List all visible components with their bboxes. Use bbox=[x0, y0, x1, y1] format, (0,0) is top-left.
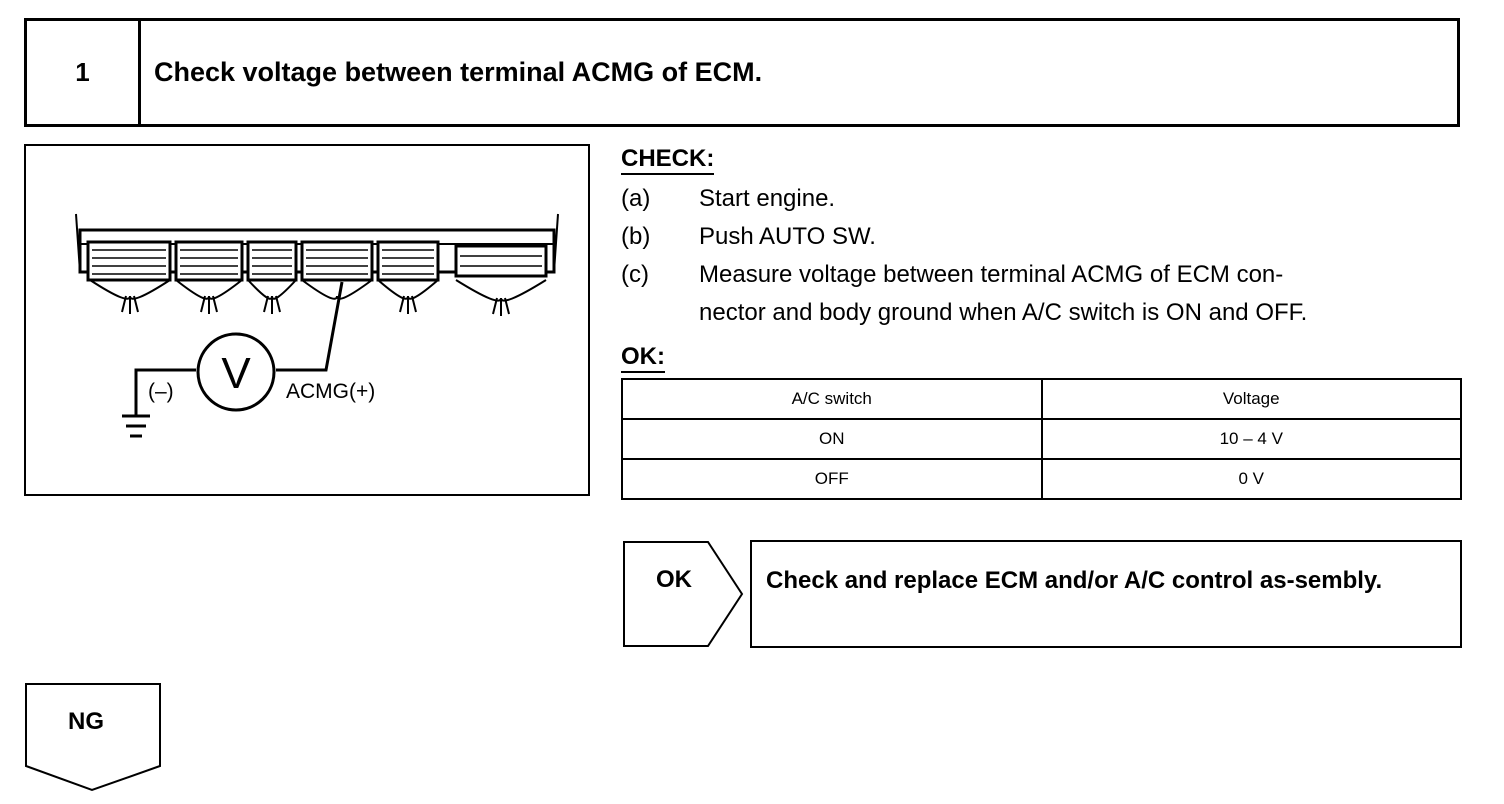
ok-result-arrow: OK bbox=[622, 540, 746, 650]
check-heading: CHECK: bbox=[621, 146, 715, 175]
check-steps: (a) Start engine. (b) Push AUTO SW. (c) … bbox=[621, 182, 1463, 332]
ecm-connector-diagram: V (–) ACMG(+) bbox=[75, 213, 559, 438]
step-header: 1 Check voltage between terminal ACMG of… bbox=[24, 18, 1460, 127]
ok-voltage-table: A/C switch Voltage ON 10 – 4 V OFF 0 V bbox=[621, 378, 1462, 500]
step-title: Check voltage between terminal ACMG of E… bbox=[154, 57, 763, 87]
ecm-connector-illustration: V (–) ACMG(+) bbox=[24, 144, 590, 496]
voltmeter-letter: V bbox=[221, 349, 251, 398]
table-cell: ON bbox=[621, 418, 1043, 460]
check-step-label: (a) bbox=[621, 185, 651, 212]
check-step-text: Start engine. bbox=[699, 185, 836, 212]
connector-pins bbox=[92, 249, 542, 275]
table-row: OFF 0 V bbox=[621, 458, 1462, 500]
table-cell: 10 – 4 V bbox=[1040, 418, 1462, 460]
voltmeter-symbol bbox=[196, 332, 276, 412]
check-step-text-continued: nector and body ground when A/C switch i… bbox=[699, 299, 1308, 326]
table-header-cell: Voltage bbox=[1040, 378, 1462, 420]
check-step-label: (b) bbox=[621, 223, 651, 250]
ng-result-arrow: NG bbox=[24, 682, 164, 794]
step-number: 1 bbox=[27, 21, 141, 124]
ok-result-box: Check and replace ECM and/or A/C control… bbox=[750, 540, 1462, 648]
negative-terminal-label: (–) bbox=[148, 380, 174, 403]
ok-arrow-label: OK bbox=[656, 566, 692, 593]
ok-result-text: Check and replace ECM and/or A/C control… bbox=[766, 567, 1383, 594]
check-step-text: Measure voltage between terminal ACMG of… bbox=[699, 261, 1284, 288]
check-step-text: Push AUTO SW. bbox=[699, 223, 876, 250]
table-row: ON 10 – 4 V bbox=[621, 418, 1462, 460]
ng-arrow-shape bbox=[25, 683, 161, 792]
ng-arrow-label: NG bbox=[68, 708, 104, 735]
table-header-row: A/C switch Voltage bbox=[621, 378, 1462, 420]
table-header-cell: A/C switch bbox=[621, 378, 1043, 420]
meter-wiring bbox=[122, 281, 344, 438]
acmg-terminal-label: ACMG(+) bbox=[286, 380, 375, 403]
check-step-label: (c) bbox=[621, 261, 649, 288]
table-cell: OFF bbox=[621, 458, 1043, 500]
ok-heading: OK: bbox=[621, 344, 665, 373]
wire-harness bbox=[89, 279, 547, 316]
table-cell: 0 V bbox=[1040, 458, 1462, 500]
ok-arrow-shape bbox=[623, 541, 744, 647]
